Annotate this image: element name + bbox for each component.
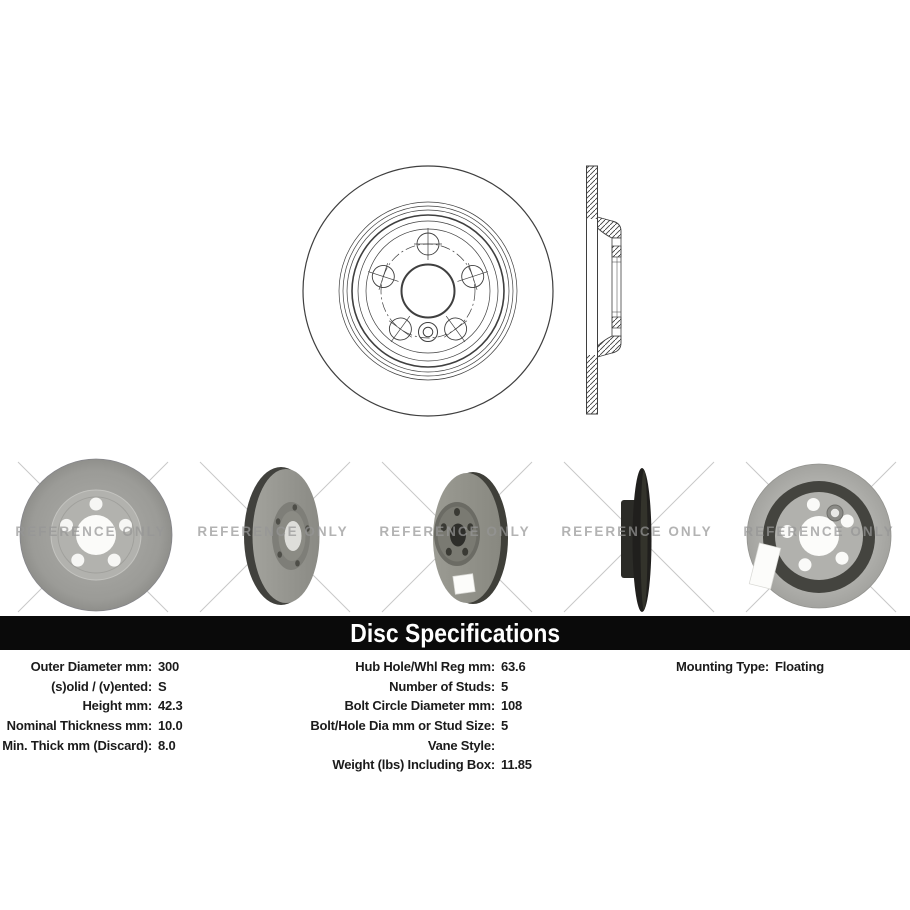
spec-row-bolt-hole-dia: Bolt/Hole Dia mm or Stud Size: 5 bbox=[305, 716, 508, 736]
spec-label: Height mm: bbox=[82, 698, 152, 714]
watermark-text: REFERENCE ONLY bbox=[197, 524, 349, 539]
spec-row-nominal-thickness: Nominal Thickness mm: 10.0 bbox=[6, 716, 183, 736]
spec-row-bolt-circle-diameter: Bolt Circle Diameter mm: 108 bbox=[305, 696, 522, 716]
watermark-text: REFERENCE ONLY bbox=[743, 524, 895, 539]
spec-column-1: Outer Diameter mm: 300 (s)olid / (v)ente… bbox=[2, 657, 183, 756]
photo-cell-edge-profile: REFERENCE ONLY bbox=[546, 450, 728, 616]
hat-bottom-flange-section bbox=[597, 335, 622, 358]
drawing-cross-section bbox=[586, 165, 622, 415]
spec-label: Outer Diameter mm: bbox=[30, 659, 153, 674]
hat-top-flange-section bbox=[597, 216, 622, 239]
spec-label: Hub Hole/Whl Reg mm: bbox=[355, 659, 495, 674]
spec-label: Bolt Circle Diameter mm: bbox=[344, 698, 495, 714]
spec-row-weight: Weight (lbs) Including Box: 11.85 bbox=[305, 755, 532, 775]
spec-value: 5 bbox=[501, 718, 509, 734]
product-label-sticker bbox=[452, 573, 476, 595]
spec-label: (s)olid / (v)ented: bbox=[51, 678, 152, 694]
outer-diameter-circle bbox=[302, 165, 554, 417]
set-screw-hole bbox=[418, 322, 438, 342]
technical-drawing-svg bbox=[302, 165, 622, 417]
spec-title-bar: Disc Specifications bbox=[0, 616, 910, 650]
spec-value: 8.0 bbox=[158, 737, 176, 753]
hub-hole-circle bbox=[400, 263, 456, 319]
angled-front-photo bbox=[199, 461, 351, 613]
spec-column-2: Hub Hole/Whl Reg mm: 63.6 Number of Stud… bbox=[305, 657, 532, 775]
photo-cell-angled-front: REFERENCE ONLY bbox=[182, 450, 364, 616]
spec-label: Number of Studs: bbox=[389, 678, 495, 694]
photo-cell-rear-face: REFERENCE ONLY bbox=[728, 450, 910, 616]
photo-row: REFERENCE ONLY R bbox=[0, 450, 910, 616]
spec-label: Mounting Type: bbox=[676, 659, 769, 674]
angled-rear-photo bbox=[381, 461, 533, 613]
rear-face-photo bbox=[745, 461, 897, 613]
spec-row-hub-hole: Hub Hole/Whl Reg mm: 63.6 bbox=[305, 657, 525, 677]
front-face-photo bbox=[17, 458, 173, 613]
spec-row-solid-vented: (s)olid / (v)ented: S bbox=[6, 677, 167, 697]
spec-label: Min. Thick mm (Discard): bbox=[2, 737, 152, 753]
spec-row-mounting-type: Mounting Type: Floating bbox=[630, 657, 824, 677]
watermark-text: REFERENCE ONLY bbox=[379, 524, 531, 539]
spec-row-outer-diameter: Outer Diameter mm: 300 bbox=[6, 657, 180, 677]
spec-value: Floating bbox=[775, 659, 824, 674]
spec-row-number-of-studs: Number of Studs: 5 bbox=[305, 677, 508, 697]
product-label-sticker bbox=[748, 542, 782, 590]
hat-mounting-face bbox=[611, 237, 622, 337]
bolt-hole bbox=[457, 263, 489, 290]
watermark-text: REFERENCE ONLY bbox=[15, 524, 167, 539]
bolt-hole bbox=[414, 228, 442, 260]
set-screw-hole bbox=[826, 504, 844, 522]
spec-value: 300 bbox=[158, 659, 180, 674]
spec-value: 5 bbox=[501, 678, 509, 694]
edge-profile-photo bbox=[563, 461, 715, 613]
spec-label: Vane Style: bbox=[427, 737, 495, 753]
spec-row-min-thick: Min. Thick mm (Discard): 8.0 bbox=[2, 736, 175, 756]
photo-cell-front-face: REFERENCE ONLY bbox=[0, 450, 182, 616]
photo-cell-angled-rear: REFERENCE ONLY bbox=[364, 450, 546, 616]
spec-value: 63.6 bbox=[501, 659, 526, 674]
spec-row-height: Height mm: 42.3 bbox=[6, 696, 182, 716]
bolt-hole bbox=[367, 263, 399, 290]
drawing-front-view bbox=[302, 165, 554, 417]
spec-title: Disc Specifications bbox=[350, 617, 560, 648]
watermark-text: REFERENCE ONLY bbox=[561, 524, 713, 539]
bolt-hole bbox=[388, 315, 412, 343]
spec-column-3: Mounting Type: Floating bbox=[630, 657, 824, 677]
bolt-hole bbox=[444, 315, 468, 343]
technical-drawing bbox=[255, 148, 640, 443]
hat-edge-circle bbox=[351, 214, 505, 368]
spec-value: 108 bbox=[501, 698, 523, 714]
spec-value: S bbox=[158, 678, 167, 694]
spec-value: 42.3 bbox=[158, 698, 183, 714]
spec-value: 10.0 bbox=[158, 718, 183, 734]
spec-label: Nominal Thickness mm: bbox=[6, 718, 153, 734]
spec-label: Weight (lbs) Including Box: bbox=[332, 757, 495, 773]
spec-value: 11.85 bbox=[501, 757, 532, 773]
spec-label: Bolt/Hole Dia mm or Stud Size: bbox=[310, 718, 495, 734]
spec-row-vane-style: Vane Style: bbox=[305, 736, 495, 756]
